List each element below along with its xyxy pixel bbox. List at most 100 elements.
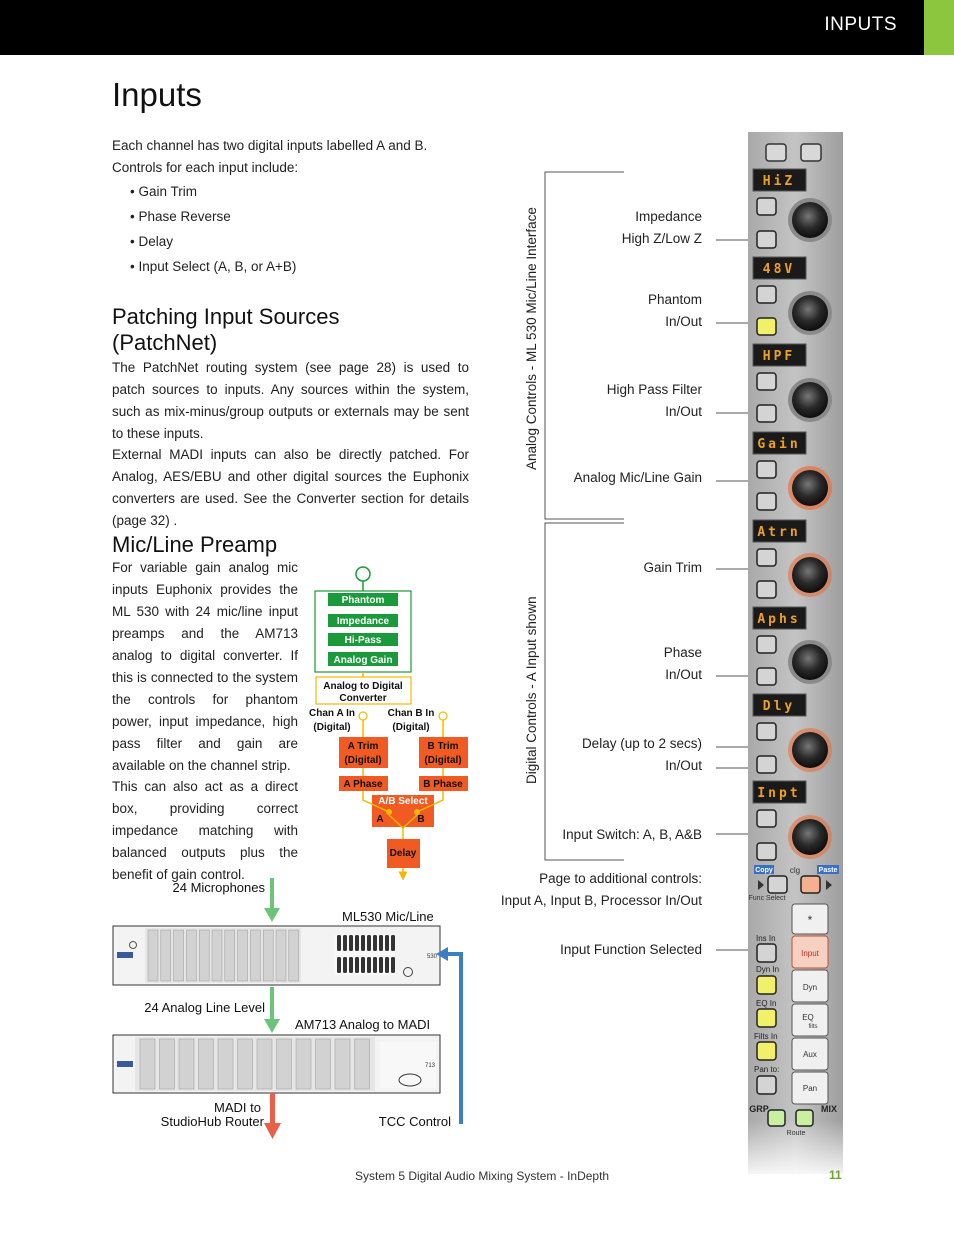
- pan-button[interactable]: [791, 1071, 829, 1105]
- microphones-arrow: [264, 908, 280, 922]
- list-item: • Input Select (A, B, or A+B): [130, 259, 297, 274]
- strip-button-gain-2[interactable]: [756, 492, 777, 511]
- strip-top-button-2[interactable]: [800, 143, 822, 162]
- aux-button[interactable]: [791, 1037, 829, 1071]
- delay-label: Delay: [390, 848, 417, 859]
- phantom-knob[interactable]: [792, 295, 828, 331]
- select-a-label: A: [376, 814, 383, 825]
- phantom-callout: Phantom In/Out: [648, 289, 702, 333]
- madi-label-line1: MADI to: [214, 1100, 261, 1115]
- page-callout-line2: Input A, Input B, Processor In/Out: [500, 893, 702, 908]
- intro-text: Each channel has two digital inputs labe…: [112, 138, 428, 175]
- eq-in-button[interactable]: [756, 1008, 777, 1028]
- phase-button[interactable]: [756, 667, 777, 686]
- ab-select-label: A/B Select: [378, 796, 428, 807]
- filts-in-button[interactable]: [756, 1041, 777, 1061]
- trim-callout: Gain Trim: [643, 560, 702, 575]
- preamp-paragraph-1: For variable gain analog mic inputs Euph…: [112, 560, 298, 773]
- chan-b-label-line1: Chan B In: [388, 708, 435, 719]
- pan-label: Pan: [803, 1084, 817, 1093]
- phase-callout: Phase In/Out: [664, 642, 702, 686]
- impedance-callout: Impedance High Z/Low Z: [622, 206, 702, 250]
- patchnet-paragraph-2: External MADI inputs can also be directl…: [112, 447, 469, 528]
- input-switch-callout: Input Switch: A, B, A&B: [562, 827, 702, 842]
- strip-button-trim-1[interactable]: [756, 548, 777, 567]
- star-label: *: [808, 913, 813, 927]
- trim-knob[interactable]: [792, 557, 828, 593]
- a-phase-label: A Phase: [343, 779, 383, 790]
- hpf-button[interactable]: [756, 404, 777, 423]
- ins-in-button[interactable]: [756, 943, 777, 963]
- page-number: 11: [829, 1168, 842, 1182]
- func-select-label: Func Select: [749, 895, 786, 902]
- header-bar: INPUTS: [0, 0, 954, 55]
- page-callout-line1: Page to additional controls:: [539, 871, 702, 886]
- atrn-display: [752, 519, 807, 543]
- aphs-display-text: Aphs: [757, 612, 800, 627]
- impedance-knob[interactable]: [792, 202, 828, 238]
- dly-display: [752, 693, 807, 717]
- b-phase-label: B Phase: [423, 779, 463, 790]
- input-function-button[interactable]: [791, 935, 829, 969]
- delay-knob[interactable]: [792, 732, 828, 768]
- analog-group-bracket: [544, 171, 624, 520]
- strip-button-gain-1[interactable]: [756, 460, 777, 479]
- inpt-display: [752, 780, 807, 804]
- hpf-callout-line1: High Pass Filter: [606, 382, 702, 397]
- pan-to-button[interactable]: [756, 1075, 777, 1095]
- patchnet-paragraph-1: The PatchNet routing system (see page 28…: [112, 360, 469, 441]
- impedance-block: [328, 614, 398, 627]
- star-button[interactable]: [791, 903, 829, 935]
- page-title: Inputs: [112, 76, 202, 113]
- madi-label-line2: StudioHub Router: [161, 1114, 265, 1129]
- grp-route-button[interactable]: [767, 1109, 786, 1127]
- hiz-display-text: HiZ: [763, 174, 795, 189]
- strip-button-hiz-1[interactable]: [756, 197, 777, 216]
- ml530-model-label: 530: [427, 954, 438, 960]
- strip-button-input-2[interactable]: [756, 842, 777, 861]
- digital-group-bracket: [544, 522, 624, 861]
- section-tab: [924, 0, 954, 55]
- hpf-knob[interactable]: [792, 382, 828, 418]
- delay-callout-line1: Delay (up to 2 secs): [581, 736, 702, 751]
- page-right-icon[interactable]: [826, 880, 832, 890]
- chan-b-label-line2: (Digital): [392, 722, 429, 733]
- hpf-callout: High Pass Filter In/Out: [607, 379, 702, 423]
- section-title: INPUTS: [824, 14, 897, 35]
- strip-button-delay-1[interactable]: [756, 722, 777, 741]
- gain-callout: Analog Mic/Line Gain: [573, 470, 702, 485]
- strip-button-trim-2[interactable]: [756, 580, 777, 599]
- delay-callout-line2: In/Out: [665, 758, 702, 773]
- page-button[interactable]: [800, 875, 821, 894]
- eq-button[interactable]: [791, 1003, 829, 1037]
- paste-label: Paste: [819, 867, 838, 874]
- phantom-callout-line2: In/Out: [665, 314, 702, 329]
- dyn-label: Dyn: [803, 983, 817, 992]
- dyn-button[interactable]: [791, 969, 829, 1003]
- strip-button-48v-1[interactable]: [756, 285, 777, 304]
- dyn-in-button[interactable]: [756, 975, 777, 995]
- strip-button-input-1[interactable]: [756, 809, 777, 828]
- am713-label: AM713 Analog to MADI: [295, 1017, 430, 1032]
- impedance-button[interactable]: [756, 230, 777, 249]
- func-select-button[interactable]: [767, 875, 788, 894]
- input-knob[interactable]: [792, 819, 828, 855]
- hpf-display-text: HPF: [763, 349, 795, 364]
- patchnet-heading-line1: Patching Input Sources: [112, 304, 340, 329]
- delay-button[interactable]: [756, 755, 777, 774]
- strip-button-hpf-1[interactable]: [756, 372, 777, 391]
- route-label: Route: [787, 1130, 806, 1137]
- phase-knob[interactable]: [792, 644, 828, 680]
- phantom-button[interactable]: [756, 317, 777, 336]
- impedance-callout-line2: High Z/Low Z: [621, 231, 702, 246]
- gain-knob[interactable]: [792, 470, 828, 506]
- strip-top-button-1[interactable]: [765, 143, 787, 162]
- 48v-display-text: 48V: [763, 262, 795, 277]
- tcc-control-line: [444, 952, 463, 1124]
- mix-route-button[interactable]: [795, 1109, 814, 1127]
- page-left-icon[interactable]: [758, 880, 764, 890]
- strip-button-phase-1[interactable]: [756, 635, 777, 654]
- hpf-display: [752, 343, 807, 367]
